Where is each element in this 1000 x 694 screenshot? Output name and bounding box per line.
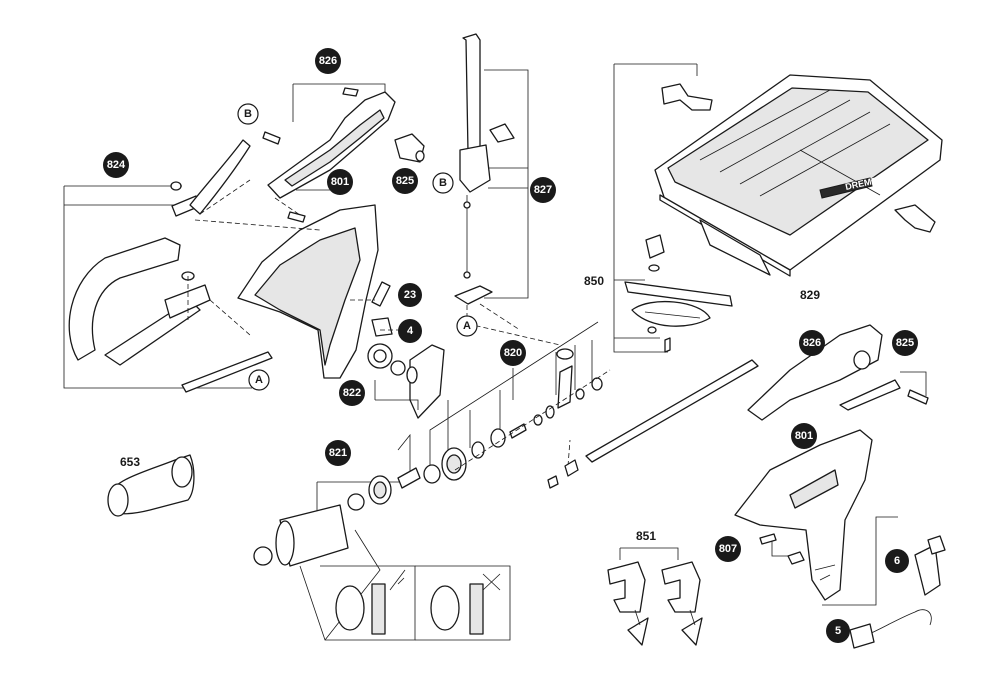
work-table-829: DREMEL xyxy=(613,63,943,353)
callout-825-right: 825 xyxy=(892,330,918,356)
label-850: 850 xyxy=(584,274,604,288)
callout-826-top: 826 xyxy=(315,48,341,74)
ref-b-mid: B xyxy=(432,172,454,194)
callout-23: 23 xyxy=(398,283,422,307)
svg-text:826: 826 xyxy=(319,55,337,67)
gearbox-820 xyxy=(423,321,611,484)
callout-801-top: 801 xyxy=(327,169,353,195)
callout-5: 5 xyxy=(826,619,850,643)
svg-text:B: B xyxy=(439,177,447,189)
label-653: 653 xyxy=(120,455,140,469)
svg-text:820: 820 xyxy=(504,347,522,359)
svg-text:A: A xyxy=(463,320,471,332)
svg-text:6: 6 xyxy=(894,555,900,567)
housing-half-826 xyxy=(262,83,396,199)
ref-b-left: B xyxy=(237,103,259,125)
svg-text:824: 824 xyxy=(107,159,126,171)
svg-text:825: 825 xyxy=(896,337,914,349)
switch-825-top xyxy=(394,133,425,163)
svg-text:801: 801 xyxy=(331,176,349,188)
callout-826-right: 826 xyxy=(799,330,825,356)
svg-text:23: 23 xyxy=(404,289,416,301)
svg-text:A: A xyxy=(255,374,263,386)
callout-801-right: 801 xyxy=(791,423,817,449)
callout-821: 821 xyxy=(325,440,351,466)
label-829: 829 xyxy=(800,288,820,302)
callout-822: 822 xyxy=(339,380,365,406)
svg-text:B: B xyxy=(244,108,252,120)
motor-housing-801 xyxy=(237,189,379,379)
svg-text:801: 801 xyxy=(795,430,813,442)
miter-gauge-850 xyxy=(624,234,733,353)
switch-825-right xyxy=(839,371,929,411)
callout-827: 827 xyxy=(530,177,556,203)
callout-824: 824 xyxy=(103,152,129,178)
svg-text:821: 821 xyxy=(329,447,347,459)
ref-a-mid: A xyxy=(456,315,478,337)
svg-text:807: 807 xyxy=(719,543,737,555)
guide-rail xyxy=(547,359,759,489)
handle-assembly-824 xyxy=(63,139,273,393)
svg-text:5: 5 xyxy=(835,625,841,637)
svg-text:826: 826 xyxy=(803,337,821,349)
tool-body-801-right xyxy=(734,429,873,601)
svg-text:827: 827 xyxy=(534,184,552,196)
callout-807: 807 xyxy=(715,536,741,562)
callout-6: 6 xyxy=(885,549,909,573)
guide-rod-827 xyxy=(454,33,529,331)
dust-nozzle-653 xyxy=(107,454,195,517)
svg-text:4: 4 xyxy=(407,325,414,337)
svg-text:825: 825 xyxy=(396,175,414,187)
small-parts-23-4-822 xyxy=(367,281,445,419)
callout-4: 4 xyxy=(398,319,422,343)
svg-text:822: 822 xyxy=(343,387,361,399)
motor-821 xyxy=(253,433,511,641)
clamps-851 xyxy=(607,547,703,646)
callout-820: 820 xyxy=(500,340,526,366)
ref-a-left: A xyxy=(248,369,270,391)
callout-825-top: 825 xyxy=(392,168,418,194)
cord-parts-807-6-5 xyxy=(759,516,946,649)
label-851: 851 xyxy=(636,529,656,543)
